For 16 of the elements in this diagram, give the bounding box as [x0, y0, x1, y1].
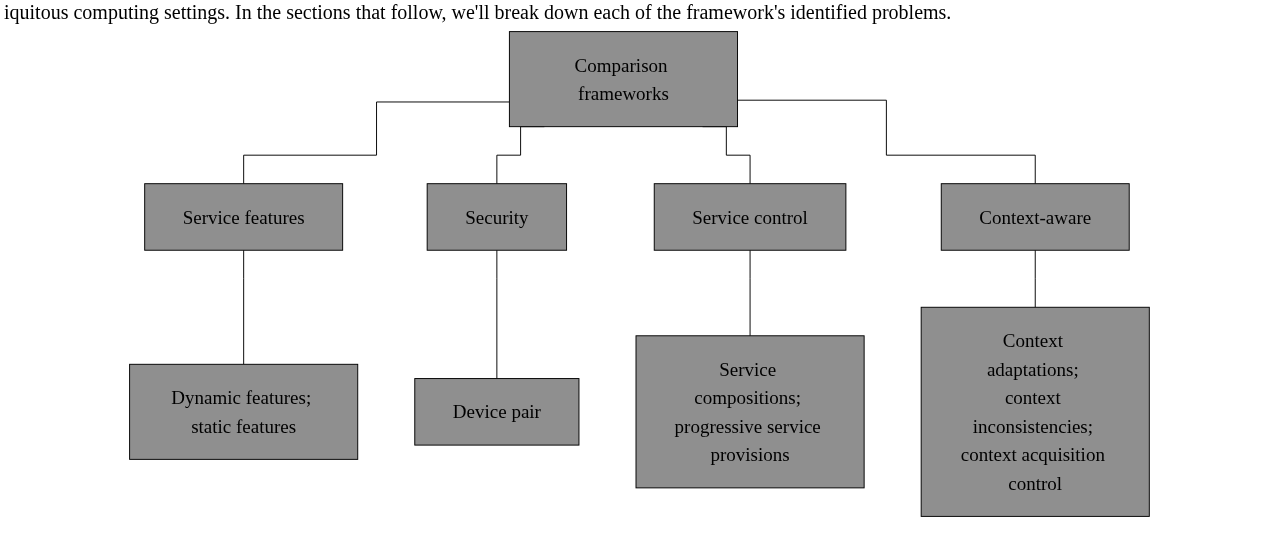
connector	[496, 249, 498, 380]
node-box: Context-aware	[940, 183, 1130, 251]
node-box: Dynamic features; static features	[129, 363, 359, 460]
node-box: Service control	[653, 183, 847, 251]
node-box: Comparison frameworks	[508, 31, 739, 128]
text-line: iquitous computing settings. In the sections that follow, we'll break down each of the framework's identified problems.	[4, 0, 953, 24]
connector	[1034, 249, 1036, 308]
connector	[749, 249, 751, 337]
node-box: Context adaptations; context inconsistencies; context acquisition control	[920, 306, 1150, 517]
connector	[243, 101, 510, 185]
node-box: Service features	[144, 183, 344, 251]
connector	[737, 99, 1036, 185]
node-box: Device pair	[414, 378, 580, 446]
node-box: Security	[426, 183, 568, 251]
node-box: Service compositions; progressive service provisions	[635, 335, 865, 489]
connector	[243, 249, 245, 365]
